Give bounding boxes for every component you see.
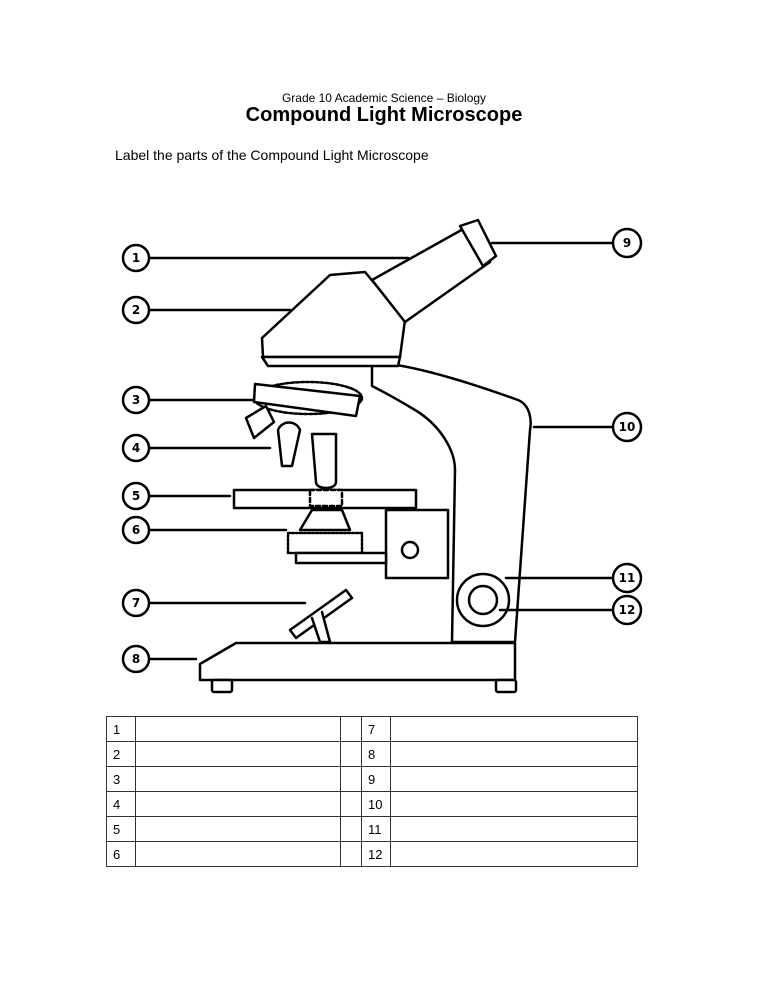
callout-4: 4	[132, 441, 140, 455]
answer-blank[interactable]	[390, 716, 638, 742]
table-row: 1 7	[106, 716, 638, 742]
instruction-text: Label the parts of the Compound Light Mi…	[115, 147, 429, 163]
callout-7: 7	[132, 596, 140, 610]
row-number: 9	[361, 766, 391, 792]
callout-3: 3	[132, 393, 140, 407]
eyepiece	[458, 218, 498, 268]
table-gap	[340, 841, 362, 867]
callout-10: 10	[619, 420, 636, 434]
callout-11: 11	[619, 571, 636, 585]
diaphragm-bracket	[294, 551, 388, 565]
table-row: 5 11	[106, 816, 638, 842]
answer-blank[interactable]	[135, 841, 341, 867]
table-gap	[340, 741, 362, 767]
stage-knob	[400, 540, 420, 560]
answer-blank[interactable]	[390, 791, 638, 817]
callout-9: 9	[623, 236, 631, 250]
row-number: 5	[106, 816, 136, 842]
callout-8: 8	[132, 652, 140, 666]
answer-table: 1 7 2 8 3 9 4 10 5 11 6 12	[106, 716, 638, 867]
table-gap	[340, 716, 362, 742]
objective-lens-right	[310, 432, 338, 490]
callout-1: 1	[132, 251, 140, 265]
row-number: 2	[106, 741, 136, 767]
callout-12: 12	[619, 603, 636, 617]
row-number: 7	[361, 716, 391, 742]
row-number: 1	[106, 716, 136, 742]
row-number: 12	[361, 841, 391, 867]
row-number: 11	[361, 816, 391, 842]
head-lower-band	[260, 355, 402, 368]
page-title: Compound Light Microscope	[245, 104, 523, 126]
table-row: 2 8	[106, 741, 638, 767]
row-number: 10	[361, 791, 391, 817]
base-foot-left	[210, 678, 234, 694]
microscope-arm	[370, 360, 532, 644]
table-row: 6 12	[106, 841, 638, 867]
objective-lens-middle	[276, 421, 302, 468]
row-number: 4	[106, 791, 136, 817]
course-subtitle: Grade 10 Academic Science – Biology	[281, 91, 487, 105]
answer-blank[interactable]	[390, 766, 638, 792]
answer-blank[interactable]	[390, 816, 638, 842]
table-row: 3 9	[106, 766, 638, 792]
answer-blank[interactable]	[135, 741, 341, 767]
row-number: 8	[361, 741, 391, 767]
answer-blank[interactable]	[135, 816, 341, 842]
answer-blank[interactable]	[390, 741, 638, 767]
callout-5: 5	[132, 489, 140, 503]
answer-blank[interactable]	[135, 791, 341, 817]
base-foot-right	[494, 678, 518, 694]
table-gap	[340, 766, 362, 792]
mirror-stand	[310, 610, 332, 644]
objective-lens-left	[244, 404, 276, 440]
callout-6: 6	[132, 523, 140, 537]
answer-blank[interactable]	[390, 841, 638, 867]
table-row: 4 10	[106, 791, 638, 817]
callout-2: 2	[132, 303, 140, 317]
answer-blank[interactable]	[135, 766, 341, 792]
microscope-base	[198, 641, 517, 682]
table-gap	[340, 791, 362, 817]
answer-blank[interactable]	[135, 716, 341, 742]
stage-opening	[308, 488, 344, 508]
table-gap	[340, 816, 362, 842]
fine-adjustment-knob	[467, 584, 499, 616]
diaphragm	[286, 531, 364, 555]
condenser	[298, 508, 352, 532]
row-number: 3	[106, 766, 136, 792]
row-number: 6	[106, 841, 136, 867]
